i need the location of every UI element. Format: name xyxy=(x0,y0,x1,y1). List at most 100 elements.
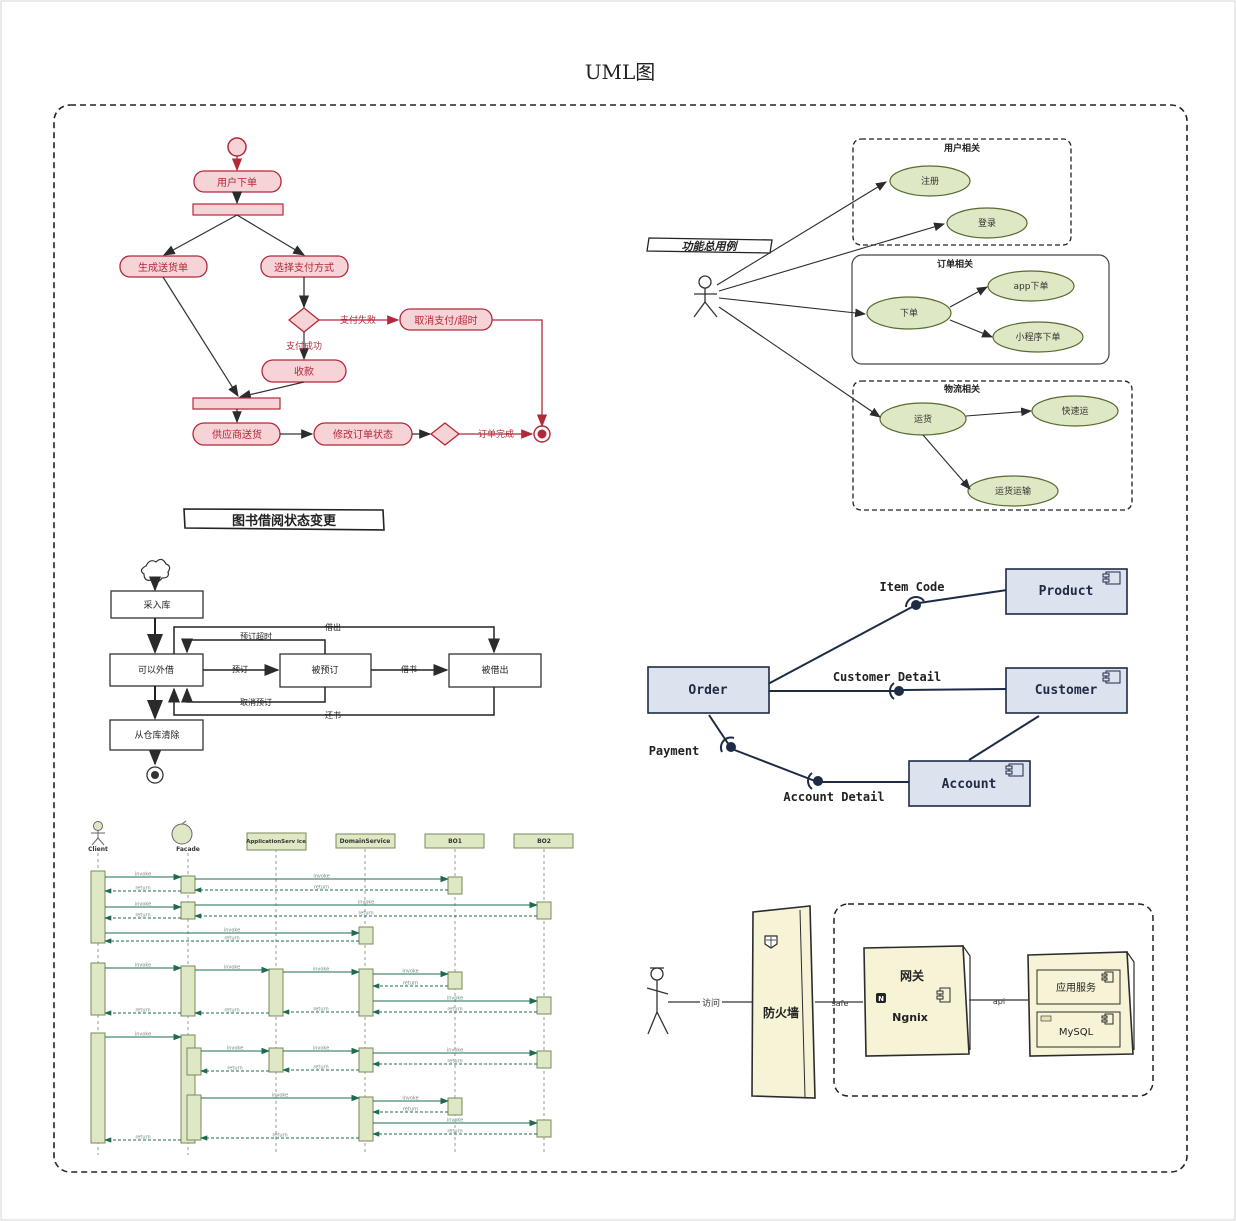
state-edge-reserve-label: 预订 xyxy=(232,664,248,674)
sequence-participant-domain-service: DomainService xyxy=(335,833,396,849)
usecase-normal-ship-label: 运货运输 xyxy=(995,485,1031,497)
state-in-stock xyxy=(110,590,204,619)
state-remove xyxy=(109,719,204,751)
activity-diagram: 用户下单 生成送货单 选择支付方式 支付失败 取消支付/超时 支付成功 收款 供… xyxy=(119,137,551,446)
deploy-server-group xyxy=(833,903,1154,1097)
deploy-gateway-depth xyxy=(962,945,971,1050)
component-diagram: Item Code Customer Detail Payment Accoun… xyxy=(647,568,1128,807)
usecase-register xyxy=(889,165,971,197)
usecase-group-user-label: 用户相关 xyxy=(943,142,980,154)
component-interface-icon-item-code xyxy=(905,596,925,610)
usecase-group-logistics-label: 物流相关 xyxy=(944,383,980,395)
sequence-return-label: return xyxy=(272,1133,287,1139)
sequence-diagram: Client Facade ApplicationServ ice Domain… xyxy=(88,820,574,1155)
deploy-edge-access-label: 访问 xyxy=(702,997,720,1009)
actor-icon xyxy=(91,821,105,846)
state-end-node-inner xyxy=(151,771,159,779)
deployment-diagram: 访问 防火墙 safe 网关 N Ngnix api xyxy=(646,903,1154,1099)
activity-node-user-order-label: 用户下单 xyxy=(217,176,257,189)
component-icon xyxy=(1005,763,1024,777)
nginx-icon: N xyxy=(876,993,886,1003)
sequence-return-label: return xyxy=(224,936,239,942)
component-interface-account-detail: Account Detail xyxy=(783,790,884,804)
usecase-mini-order-label: 小程序下单 xyxy=(1015,331,1060,343)
sequence-participant-bo2: BO2 xyxy=(513,833,574,849)
activity-fork-bar xyxy=(192,203,284,216)
state-reserved-label: 被预订 xyxy=(311,664,338,676)
activity-end-node-inner xyxy=(537,429,547,439)
component-icon xyxy=(1101,971,1114,983)
sequence-invoke-label: invoke xyxy=(447,1118,463,1124)
activity-edge xyxy=(492,319,548,428)
deploy-edge-api-label: api xyxy=(993,997,1005,1006)
activity-edge xyxy=(162,214,238,256)
state-edge-cancel-reserve-label: 取消预订 xyxy=(240,697,272,707)
sequence-participant-client: Client xyxy=(88,821,108,853)
state-title: 图书借阅状态变更 xyxy=(232,513,337,529)
state-edge-borrow-label: 借书 xyxy=(401,664,417,674)
usecase-login xyxy=(946,207,1028,239)
sequence-return-label: return xyxy=(135,1008,150,1014)
state-edge-reserve-timeout-label: 预订超时 xyxy=(240,631,272,641)
component-account: Account xyxy=(908,760,1031,807)
sequence-invoke-label: invoke xyxy=(313,874,329,880)
sequence-invoke-label: invoke xyxy=(135,872,151,878)
deploy-firewall-edge xyxy=(799,909,806,1098)
sequence-return-label: return xyxy=(135,913,150,919)
component-icon xyxy=(1102,670,1121,684)
sequence-return-label: return xyxy=(313,1007,328,1013)
usecase-diagram: 功能总用例 用户相关 注册 登录 订单相关 下单 app下单 小程序下单 物流相… xyxy=(646,138,1133,511)
sequence-invoke-label: invoke xyxy=(272,1093,288,1099)
deploy-nginx-label: Ngnix xyxy=(892,1011,928,1024)
usecase-fast-ship-label: 快速运 xyxy=(1061,405,1088,417)
usecase-actor-label: 功能总用例 xyxy=(682,240,739,253)
deploy-edge-safe-label: safe xyxy=(832,999,849,1008)
sequence-return-label: return xyxy=(135,886,150,892)
sequence-return-label: return xyxy=(403,1107,418,1113)
sequence-return-label: return xyxy=(313,1065,328,1071)
sequence-participant-domain-service-label: DomainService xyxy=(340,838,391,845)
shield-icon xyxy=(764,935,778,949)
activity-decision xyxy=(287,307,321,333)
state-edge-lend-label: 借出 xyxy=(325,622,341,632)
sequence-invoke-label: invoke xyxy=(313,1046,329,1052)
deploy-edge-access-label-bg xyxy=(700,996,722,1008)
sequence-invoke-label: invoke xyxy=(135,1032,151,1038)
usecase-app-order-label: app下单 xyxy=(1014,280,1049,292)
sequence-participant-app-service: ApplicationServ ice xyxy=(246,832,307,851)
activity-edge xyxy=(236,214,306,256)
usecase-order-label: 下单 xyxy=(900,307,918,319)
state-in-stock-label: 采入库 xyxy=(143,599,170,611)
usecase-group-order-label: 订单相关 xyxy=(937,258,973,270)
state-lent-label: 被借出 xyxy=(481,664,508,676)
component-product-label: Product xyxy=(1039,584,1094,599)
svg-text:N: N xyxy=(878,995,884,1003)
sequence-invoke-label: invoke xyxy=(402,1096,418,1102)
sequence-invoke-label: invoke xyxy=(313,967,329,973)
deploy-gateway xyxy=(863,945,970,1057)
component-order: Order xyxy=(647,666,770,714)
state-edge-reserve-timeout xyxy=(181,638,326,654)
sequence-return-label: return xyxy=(135,1135,150,1141)
sequence-invoke-label: invoke xyxy=(447,1048,463,1054)
activity-edge-label-pay-fail: 支付失败 xyxy=(340,314,376,326)
state-available-label: 可以外借 xyxy=(138,664,174,676)
state-lent xyxy=(448,653,542,688)
component-interface-item-code: Item Code xyxy=(879,580,944,594)
activity-edge xyxy=(238,381,305,400)
usecase-group-logistics xyxy=(852,380,1133,511)
sequence-participant-app-service-label: ApplicationServ ice xyxy=(246,839,306,845)
sequence-lifelines xyxy=(97,849,545,1155)
activity-edge-label-order-done: 订单完成 xyxy=(478,428,514,440)
component-icon xyxy=(1102,571,1121,585)
state-edge-return xyxy=(168,687,495,716)
main-container xyxy=(53,104,1188,1173)
sequence-invoke-label: invoke xyxy=(447,996,463,1002)
sequence-participant-client-label: Client xyxy=(88,846,108,853)
state-reserved xyxy=(279,653,372,688)
sequence-return-label: return xyxy=(358,911,373,917)
state-available xyxy=(109,653,204,687)
usecase-app-order xyxy=(987,270,1075,302)
